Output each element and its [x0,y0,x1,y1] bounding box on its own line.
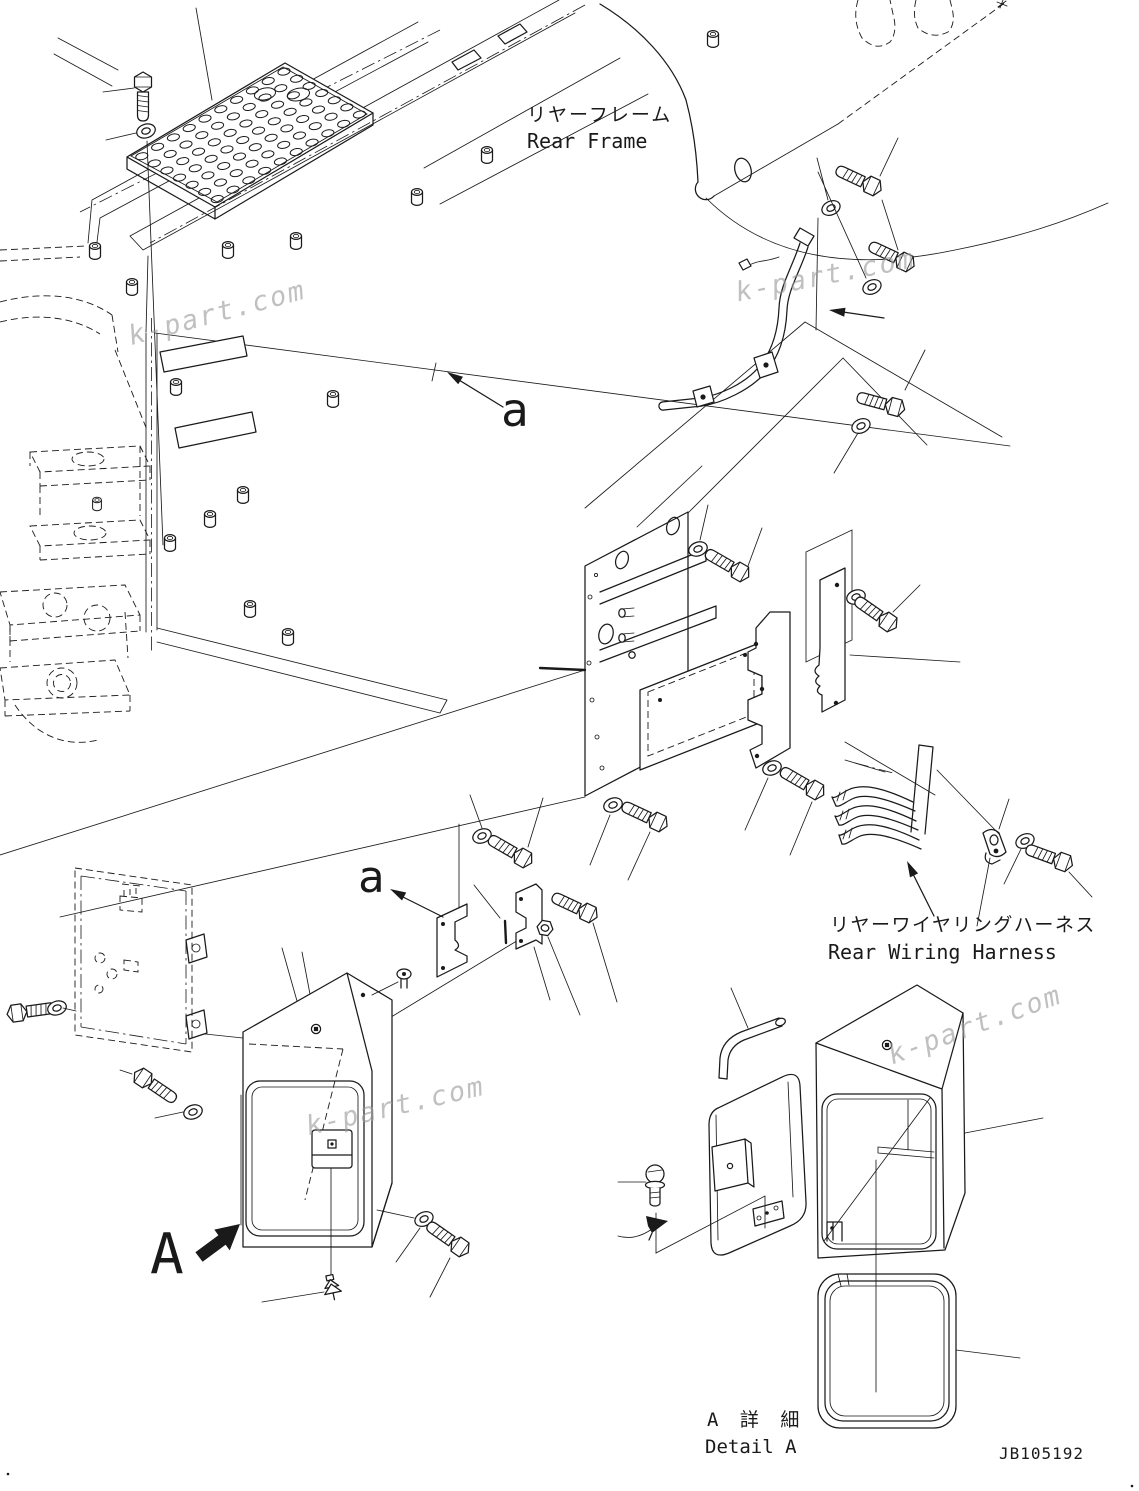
bracket-bolt-right [548,888,602,926]
storage-box [119,938,521,1303]
harness-bolt-1 [832,161,886,199]
view-arrow-label-a-upper: a [501,383,529,437]
detail-a [617,984,1044,1429]
step-plate [102,7,373,546]
rear-frame-label-jp: リヤーフレーム [527,104,673,126]
hitch-phantom [0,245,151,743]
bracket-bolt-top [484,830,537,871]
wiring-harness-lower [831,741,1093,927]
harness-lower-bolt [1022,840,1076,875]
harness-pointer-arrow [829,307,885,319]
view-a-upper-arrow [447,372,504,408]
clamp-brackets [371,794,618,1016]
drawing-number: JB105192 [999,1444,1085,1463]
view-a-solid-arrow [195,1224,240,1262]
view-a-lower-arrow [390,889,444,918]
page-marks [6,1472,1134,1488]
box-bolt-bottom [422,1217,474,1261]
view-arrow-label-a-lower: a [358,852,385,903]
rear-wiring-harness-label-en: Rear Wiring Harness [828,940,1057,964]
box-bolt-left [129,1064,181,1108]
box-washer-left [181,1101,205,1123]
step-plate-washer [134,120,158,142]
view-letter-A: A [150,1222,184,1287]
rear-frame [53,0,1109,714]
cover-plate-small [747,611,791,769]
phantom-panel [5,867,208,1053]
rear-wiring-harness-label-jp: リヤーワイヤリングハーネス [830,914,1096,936]
detail-a-label-jp: A 詳 細 [707,1409,805,1431]
wiring-harness-upper [658,137,926,474]
mounting-panel [538,465,829,881]
harness-bolt-3 [854,388,908,419]
detail-a-label-en: Detail A [705,1436,797,1458]
cover-plate-tall [805,529,961,713]
harness-washer-3 [848,415,874,437]
box-clip [320,1272,344,1303]
step-plate-bolt [133,71,153,122]
harness-lower-pointer-arrow [907,861,935,917]
rear-frame-label-en: Rear Frame [527,129,648,153]
